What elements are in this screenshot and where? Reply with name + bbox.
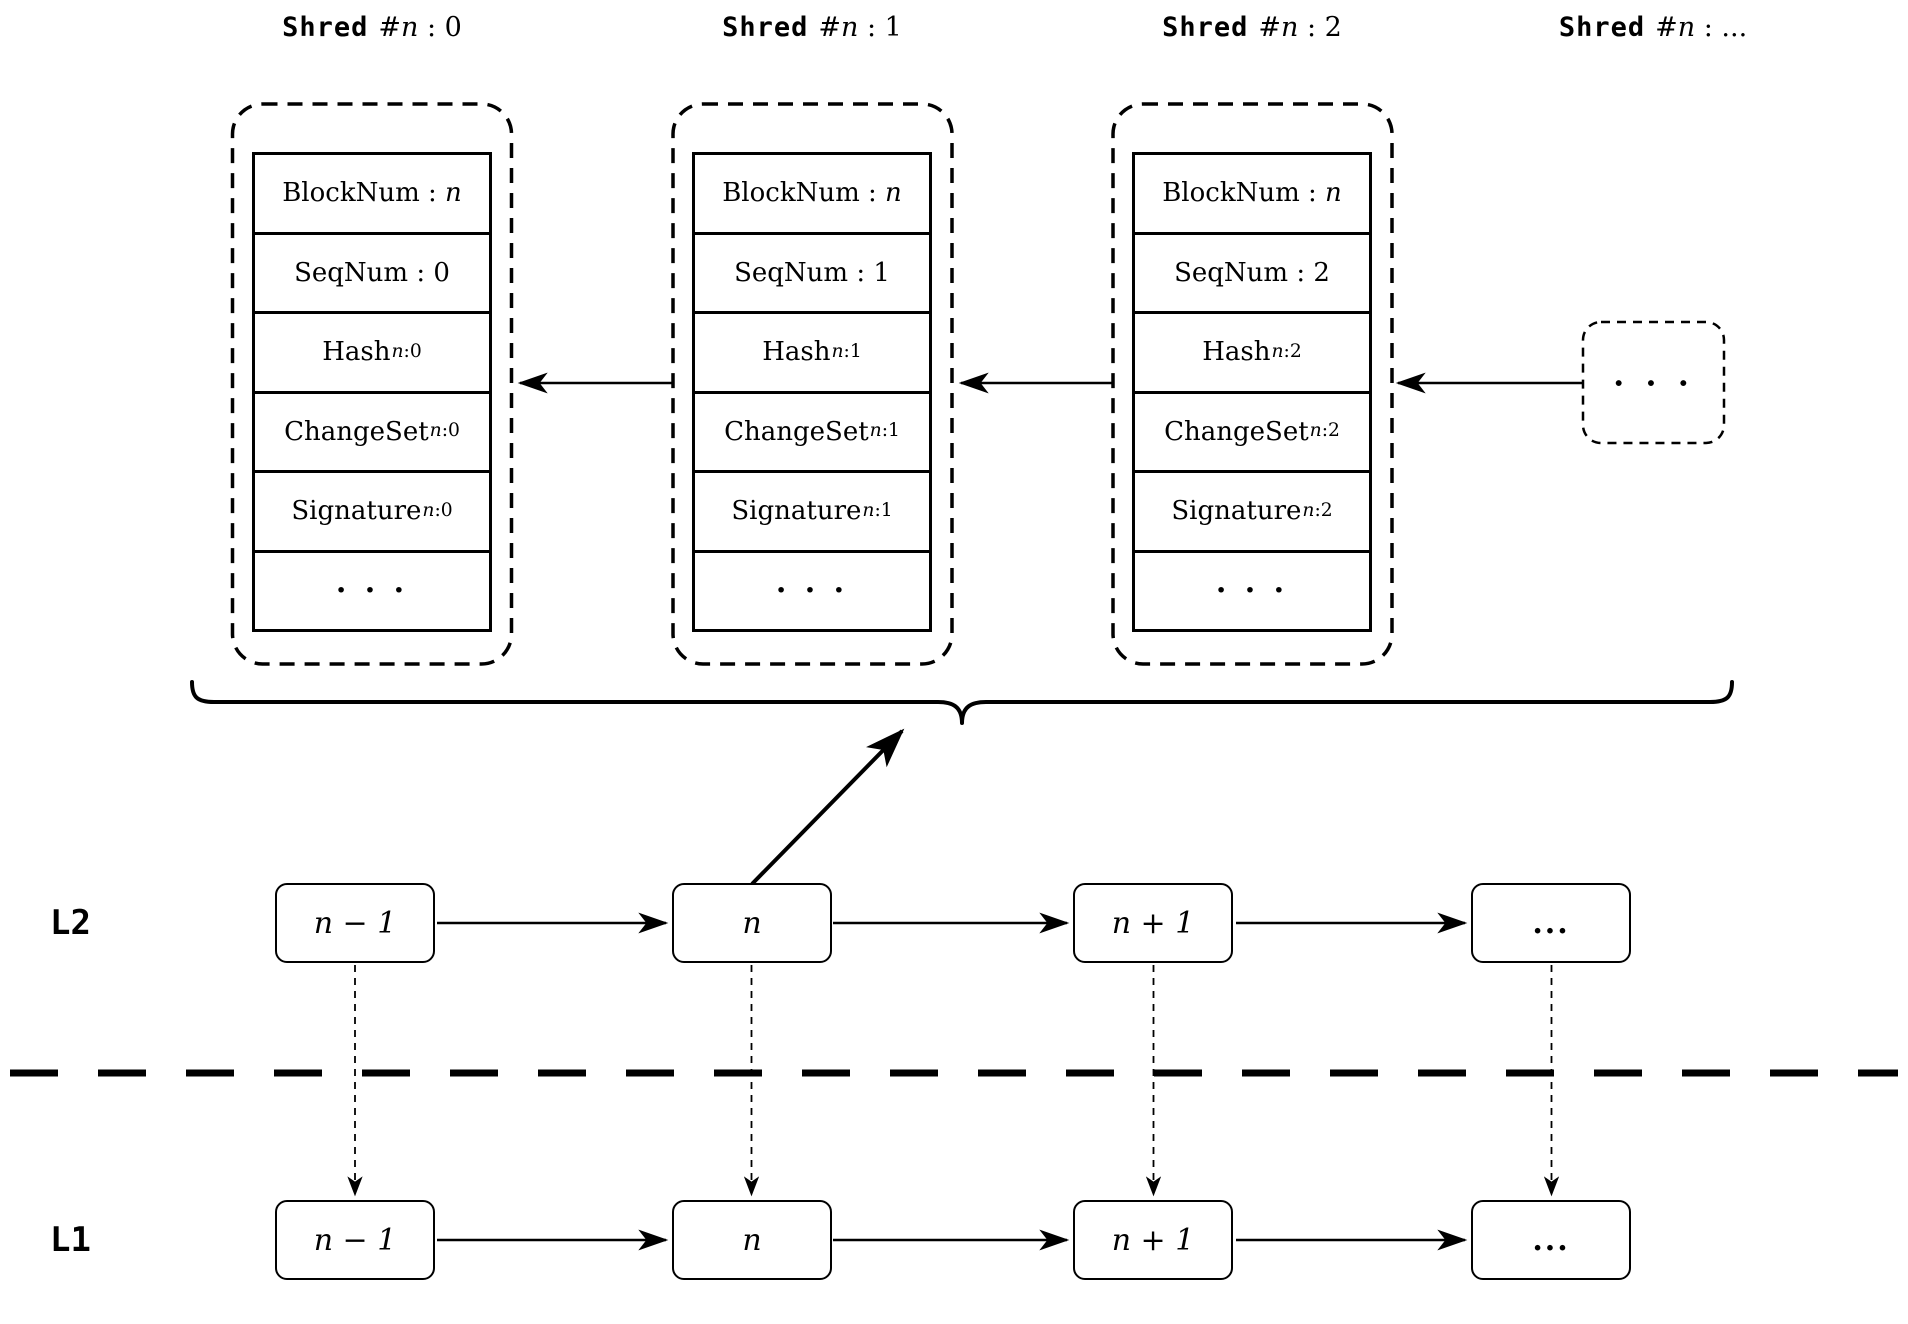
shred-keyword: Shred: [1558, 12, 1646, 43]
field-ellipsis: · · ·: [695, 549, 929, 630]
brace-shreds-of-block-n: [190, 680, 1734, 725]
shred-keyword: Shred: [282, 12, 369, 43]
l2-block-n-minus-1: n − 1: [275, 883, 435, 963]
l1-block-n-plus-1: n + 1: [1073, 1200, 1233, 1280]
l1-layer-label: L1: [50, 1220, 91, 1260]
l2-layer-label: L2: [50, 903, 91, 943]
shred-keyword: Shred: [722, 12, 809, 43]
l2-block-n: n: [672, 883, 832, 963]
field-ellipsis: · · ·: [255, 549, 489, 630]
shred-id: #n : 1: [818, 12, 902, 43]
l1-block-ellipsis: ...: [1471, 1200, 1631, 1280]
field-blocknum: BlockNum : n: [722, 178, 902, 209]
shred-header-2: Shred #n : 2: [1162, 12, 1342, 43]
shred-id: #n : 2: [1258, 12, 1342, 43]
field-seqnum: SeqNum : 2: [1135, 231, 1369, 312]
l2-block-n-plus-1: n + 1: [1073, 883, 1233, 963]
l1-block-n-minus-1: n − 1: [275, 1200, 435, 1280]
arrow-block-n-to-shreds: [750, 728, 905, 886]
shred-0-dashed-container: [230, 102, 514, 666]
field-blocknum: BlockNum : n: [282, 178, 462, 209]
field-blocknum: BlockNum : n: [1162, 178, 1342, 209]
l2-block-ellipsis: ...: [1471, 883, 1631, 963]
shred-id: #n : ...: [1655, 12, 1748, 43]
shred-ellipsis-dots: · · ·: [1613, 363, 1694, 402]
field-ellipsis: · · ·: [1135, 549, 1369, 630]
shred-header-3: Shred #n : ...: [1559, 12, 1747, 43]
shred-header-0: Shred #n : 0: [282, 12, 462, 43]
field-seqnum: SeqNum : 1: [695, 231, 929, 312]
l1-block-n: n: [672, 1200, 832, 1280]
shred-keyword: Shred: [1162, 12, 1249, 43]
field-seqnum: SeqNum : 0: [255, 231, 489, 312]
shred-header-1: Shred #n : 1: [722, 12, 902, 43]
shred-1-dashed-container: [671, 102, 954, 666]
shred-id: #n : 0: [378, 12, 462, 43]
